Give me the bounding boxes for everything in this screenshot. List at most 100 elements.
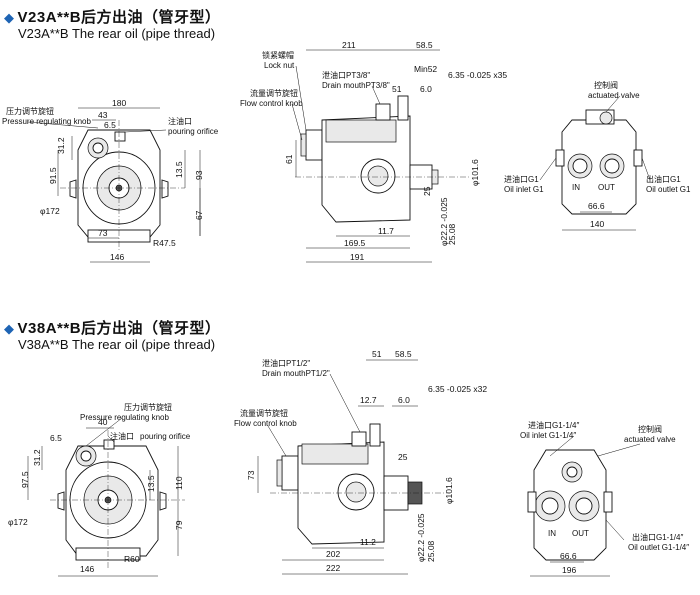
section-2-title: ◆V38A**B后方出油（管牙型）: [4, 317, 221, 338]
v23-rear-view: IN OUT: [555, 109, 643, 215]
label-drain-cn: 泄油口PT3/8": [322, 70, 370, 80]
label-drain-en-v38: Drain mouthPT1/2": [262, 369, 330, 378]
label-drain-cn-v38: 泄油口PT1/2": [262, 358, 310, 368]
dim-6-5: 6.5: [104, 120, 116, 130]
dim-key-v23: 6.35 -0.025 x35: [448, 70, 507, 80]
dim-58-5-v38: 58.5: [395, 349, 412, 359]
dim-11-2: 11.2: [360, 537, 376, 547]
dim-67: 67: [194, 210, 204, 220]
label-pressure-cn: 压力调节旋钮: [6, 106, 54, 116]
dim-91-5: 91.5: [48, 167, 58, 184]
dim-51-v38: 51: [372, 349, 382, 359]
label-pressure-en-v38: Pressure regulating knob: [80, 413, 169, 422]
rear-in-label: IN: [572, 183, 580, 192]
dim-25-08-v38: 25.08: [426, 540, 436, 562]
dim-110: 110: [174, 476, 184, 490]
section-1-title-text: V23A**B后方出油（管牙型）: [17, 9, 221, 26]
dim-key-v38: 6.35 -0.025 x32: [428, 384, 487, 394]
dim-phi101-6-v38: φ101.6: [444, 477, 454, 504]
v38-front-dimensions: 40 6.5 31.2 97.5 13.5 110 79 φ172 R60 14…: [8, 402, 191, 577]
dim-43: 43: [98, 110, 108, 120]
rear-out-label: OUT: [598, 183, 615, 192]
dim-66-6-v38: 66.6: [560, 551, 577, 561]
dim-phi22-2-v38: φ22.2 -0.025: [416, 513, 426, 562]
rear-out-label-v38: OUT: [572, 529, 589, 538]
dim-66-6: 66.6: [588, 201, 605, 211]
label-flow-en: Flow control knob: [240, 99, 303, 108]
dim-13-5: 13.5: [174, 161, 184, 178]
v38-side-dimensions: 51 58.5 6.35 -0.025 x32 12.7 6.0 25 73 φ…: [234, 349, 487, 575]
v38-front-view: [50, 430, 185, 570]
dim-25-v38: 25: [398, 452, 408, 462]
dim-25-08: 25.08: [447, 223, 457, 245]
v23-front-dimensions: 180 43 6.5 31.2 91.5 13.5 93 67 φ172 73 …: [2, 98, 219, 263]
dim-phi101-6: φ101.6: [470, 159, 480, 186]
label-valve-en-v38: actuated valve: [624, 435, 676, 444]
dim-73-v38: 73: [246, 470, 256, 480]
label-outlet-cn: 出油口G1: [646, 174, 681, 184]
label-pour-cn-v38: 注油口: [110, 431, 134, 441]
v38-rear-view: IN OUT: [527, 449, 613, 561]
dim-31-2: 31.2: [56, 137, 66, 154]
dim-6-0: 6.0: [420, 84, 432, 94]
label-outlet-cn-v38: 出油口G1-1/4″: [632, 532, 683, 542]
label-drain-en: Drain mouthPT3/8": [322, 81, 390, 90]
section-1-title: ◆V23A**B后方出油（管牙型）: [4, 6, 221, 27]
label-lock-en: Lock nut: [264, 61, 295, 70]
label-valve-cn-v38: 控制阀: [638, 424, 662, 434]
dim-min52: Min52: [414, 64, 437, 74]
v23-rear-dimensions: 66.6 140 控制阀 actuated valve 进油口G1 Oil in…: [504, 80, 691, 231]
dim-40: 40: [98, 417, 108, 427]
dim-146-v38: 146: [80, 564, 94, 574]
dim-79: 79: [174, 520, 184, 530]
label-outlet-en-v38: Oil outlet G1-1/4″: [628, 543, 689, 552]
dim-phi172-v38: φ172: [8, 517, 28, 527]
dim-222: 222: [326, 563, 340, 573]
label-valve-cn: 控制阀: [594, 80, 618, 90]
dim-phi172: φ172: [40, 206, 60, 216]
dim-73: 73: [98, 228, 108, 238]
dim-146: 146: [110, 252, 124, 262]
diamond-bullet-icon: ◆: [4, 10, 15, 25]
label-outlet-en: Oil outlet G1: [646, 185, 691, 194]
label-pressure-cn-v38: 压力调节旋钮: [124, 402, 172, 412]
dim-11-7: 11.7: [378, 226, 394, 236]
v23-side-dimensions: 211 58.5 Min52 51 6.0 6.35 -0.025 x35 61…: [240, 40, 507, 263]
dim-31-2-v38: 31.2: [32, 449, 42, 466]
dim-93: 93: [194, 170, 204, 180]
section-1-subtitle: V23A**B The rear oil (pipe thread): [18, 26, 216, 41]
v38-rear-dimensions: 66.6 196 进油口G1-1/4″ Oil inlet G1-1/4″ 控制…: [520, 420, 689, 577]
dim-6-5-v38: 6.5: [50, 433, 62, 443]
dim-97-5: 97.5: [20, 471, 30, 488]
v23-side-view: [295, 95, 470, 223]
label-inlet-en-v38: Oil inlet G1-1/4″: [520, 431, 576, 440]
dim-169-5: 169.5: [344, 238, 366, 248]
label-pressure-en: Pressure regulating knob: [2, 117, 91, 126]
label-pour-cn: 注油口: [168, 116, 192, 126]
dim-58-5: 58.5: [416, 40, 433, 50]
dim-6-0-v38: 6.0: [398, 395, 410, 405]
dim-phi22-2: φ22.2 -0.025: [439, 197, 449, 246]
label-inlet-cn-v38: 进油口G1-1/4″: [528, 420, 579, 430]
dim-25: 25: [422, 186, 432, 196]
dim-61: 61: [284, 154, 294, 164]
label-inlet-en: Oil inlet G1: [504, 185, 544, 194]
label-lock-cn: 锁紧螺帽: [262, 50, 294, 60]
dim-13-5-v38: 13.5: [146, 475, 156, 492]
dim-202: 202: [326, 549, 340, 559]
v23-front-view: [60, 120, 185, 250]
dim-140: 140: [590, 219, 604, 229]
dim-196: 196: [562, 565, 576, 575]
label-valve-en: actuated valve: [588, 91, 640, 100]
section-2-title-text: V38A**B后方出油（管牙型）: [17, 320, 221, 337]
dim-r60: R60: [124, 554, 140, 564]
label-flow-en-v38: Flow control knob: [234, 419, 297, 428]
section-2-subtitle: V38A**B The rear oil (pipe thread): [18, 337, 216, 352]
label-inlet-cn: 进油口G1: [504, 174, 539, 184]
label-pour-en-v38: pouring orifice: [140, 432, 191, 441]
dim-12-7: 12.7: [360, 395, 377, 405]
rear-in-label-v38: IN: [548, 529, 556, 538]
dim-211: 211: [342, 40, 356, 50]
label-pour-en: pouring orifice: [168, 127, 219, 136]
